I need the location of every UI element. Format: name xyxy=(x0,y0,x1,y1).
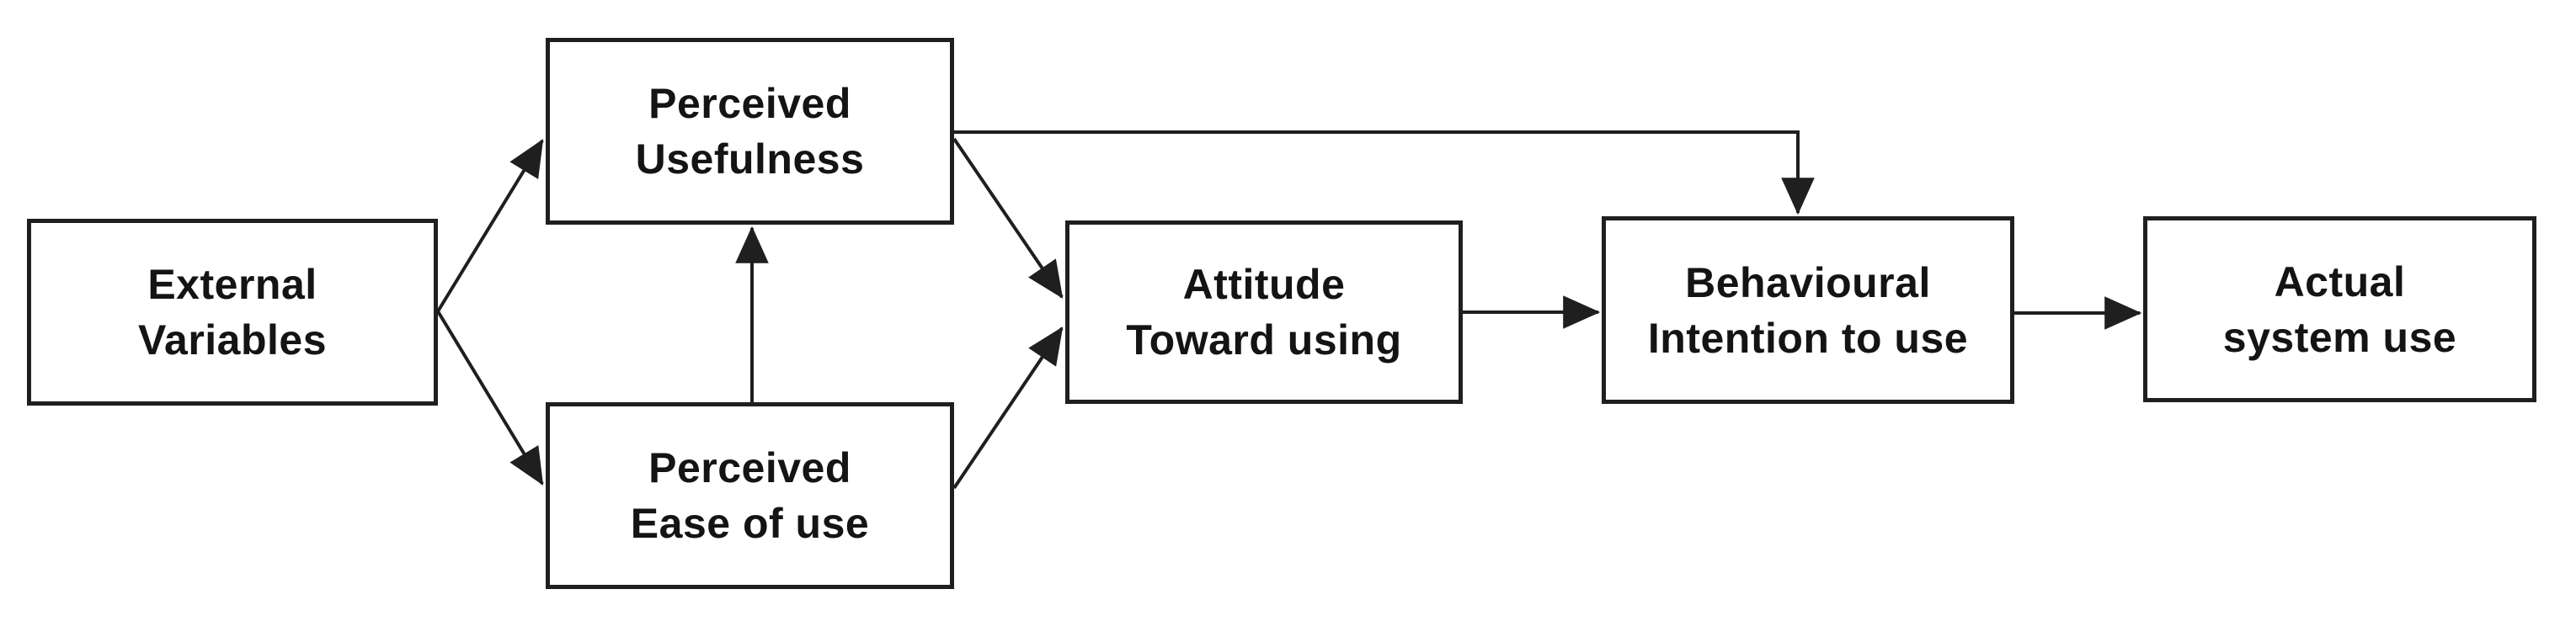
node-external-variables: External Variables xyxy=(27,219,438,406)
arrow-ease-of-use-to-attitude xyxy=(952,326,1064,490)
arrow-usefulness-to-attitude xyxy=(952,137,1064,299)
node-perceived-ease-of-use: Perceived Ease of use xyxy=(546,402,954,589)
node-behavioural-intention-to-use: Behavioural Intention to use xyxy=(1602,216,2014,404)
arrow-external-to-perceived-ease-of-use xyxy=(436,310,544,486)
node-attitude-toward-using: Attitude Toward using xyxy=(1065,220,1463,404)
arrow-external-to-perceived-usefulness xyxy=(436,139,544,313)
node-perceived-usefulness: Perceived Usefulness xyxy=(546,38,954,225)
node-actual-system-use: Actual system use xyxy=(2143,216,2536,402)
arrow-usefulness-to-behavioural-intention xyxy=(954,130,1815,215)
